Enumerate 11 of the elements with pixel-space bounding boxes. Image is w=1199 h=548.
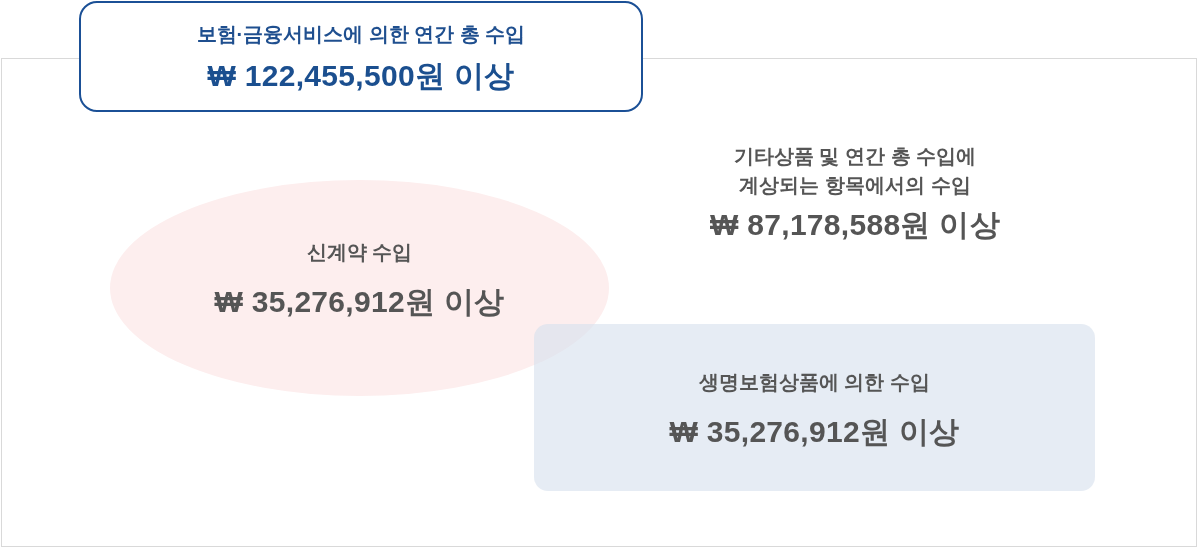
heading-text: 생명보험상품에 의한 수입	[698, 370, 931, 395]
heading-text: 기타상품 및 연간 총 수입에 계상되는 항목에서의 수입	[732, 144, 978, 198]
amount-text: ₩ 35,276,912원 이상	[669, 414, 960, 450]
amount-text: ₩ 122,455,500원 이상	[207, 58, 515, 94]
amount-text: ₩ 35,276,912원 이상	[214, 284, 505, 320]
heading-text: 보험·금융서비스에 의한 연간 총 수입	[196, 22, 526, 47]
amount-text: ₩ 87,178,588원 이상	[710, 207, 1000, 243]
title-box	[79, 1, 643, 112]
rounded-region	[534, 324, 1095, 491]
heading-text: 신계약 수입	[306, 240, 413, 265]
outer-frame	[1, 58, 1197, 547]
